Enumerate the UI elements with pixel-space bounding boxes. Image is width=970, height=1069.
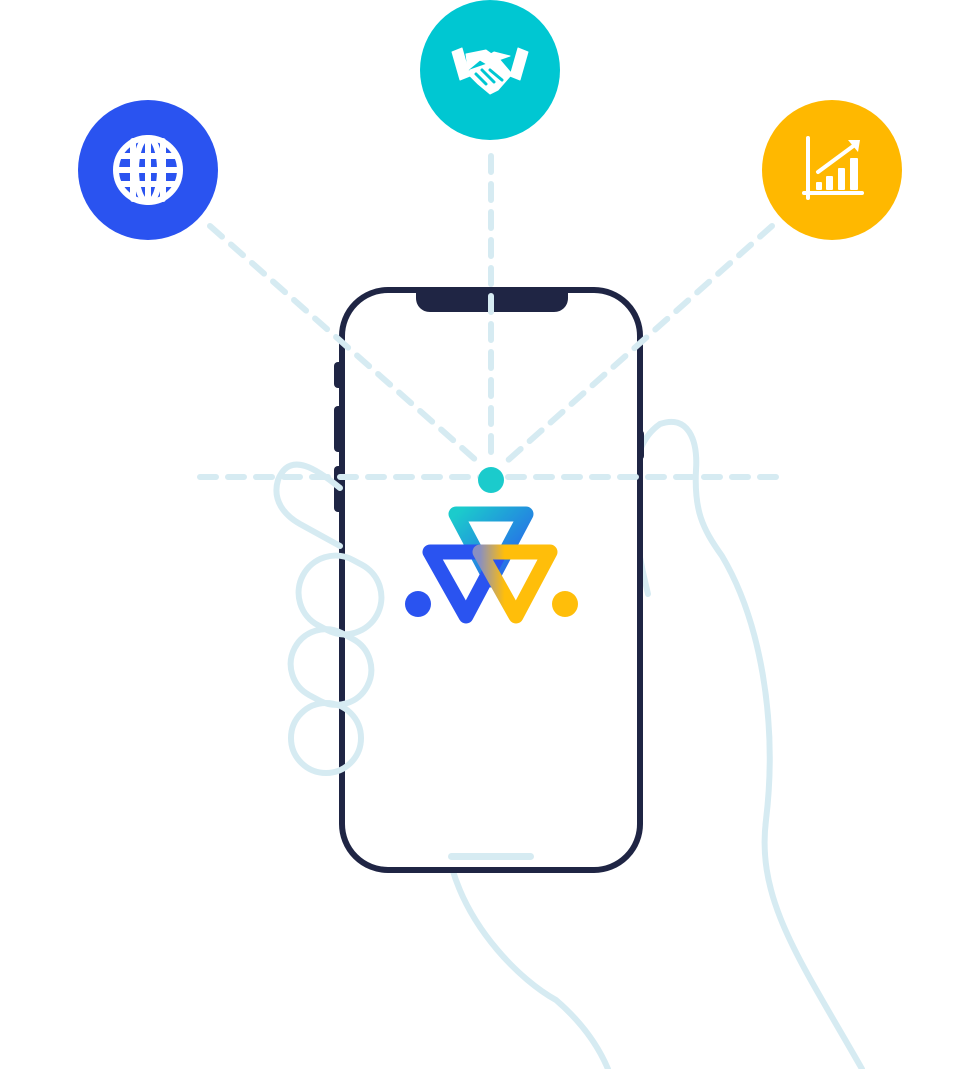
logo-dot-blue [405,591,431,617]
chart-circle [762,100,902,240]
hand-thumb-path [630,419,865,1069]
globe-bubble [78,100,218,240]
finger-pinky [288,700,364,776]
handshake-bubble [420,0,560,140]
finger-ring [287,626,375,708]
hub-node [478,467,504,493]
hand-fingers [273,461,385,776]
chart-bubble [762,100,902,240]
growth-chart-icon [802,136,864,200]
logo-triangle-blue [422,544,508,624]
logo-dot-yellow [552,591,578,617]
app-logo [405,506,578,624]
connector-line-globe [207,223,481,465]
phone-home-bar [448,853,534,860]
finger-index [273,461,343,549]
hand-outline [449,419,865,1069]
logo-triangle-yellow [472,544,558,624]
globe-icon [113,135,183,205]
connector-line-chart [503,223,775,465]
handshake-icon [451,47,529,95]
hand-palm-bottom-path [449,865,611,1069]
